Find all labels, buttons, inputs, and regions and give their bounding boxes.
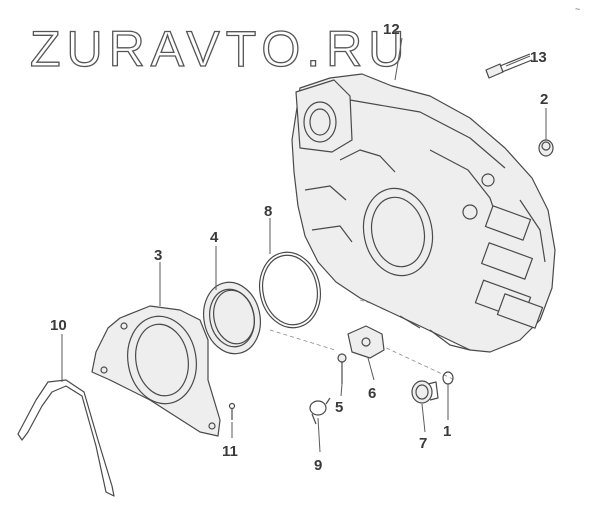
callout-8: 8: [264, 203, 272, 220]
clamp-part: [309, 397, 331, 425]
callout-10: 10: [50, 317, 67, 334]
pin-part: [228, 402, 236, 420]
callout-5: 5: [335, 399, 343, 416]
callout-labels: 12 13 2 3 4 8 10 6 5 9 11 7 1: [50, 21, 548, 474]
seal-housing-plate: [91, 305, 221, 437]
o-ring: [259, 251, 321, 329]
cover-plate: [347, 325, 385, 359]
callout-3: 3: [154, 247, 162, 264]
watermark-text: ZURAVTO.RU: [30, 21, 410, 77]
callout-6: 6: [368, 385, 376, 402]
rear-oil-seal: [203, 281, 261, 355]
drain-plug: [411, 380, 439, 404]
callout-4: 4: [210, 229, 219, 246]
corner-mark: ~: [575, 4, 580, 14]
bolt-part: [485, 53, 533, 79]
callout-12: 12: [383, 21, 400, 38]
callout-13: 13: [530, 49, 547, 66]
callout-7: 7: [419, 435, 427, 452]
callout-leaders: [61, 37, 547, 453]
callout-9: 9: [314, 457, 322, 474]
callout-11: 11: [222, 443, 238, 460]
gasket-part: [17, 379, 115, 497]
callout-1: 1: [443, 423, 451, 440]
plug-part: [538, 139, 554, 157]
flywheel-housing: [291, 73, 556, 353]
small-bolt-5: [337, 353, 347, 384]
callout-2: 2: [540, 91, 548, 108]
